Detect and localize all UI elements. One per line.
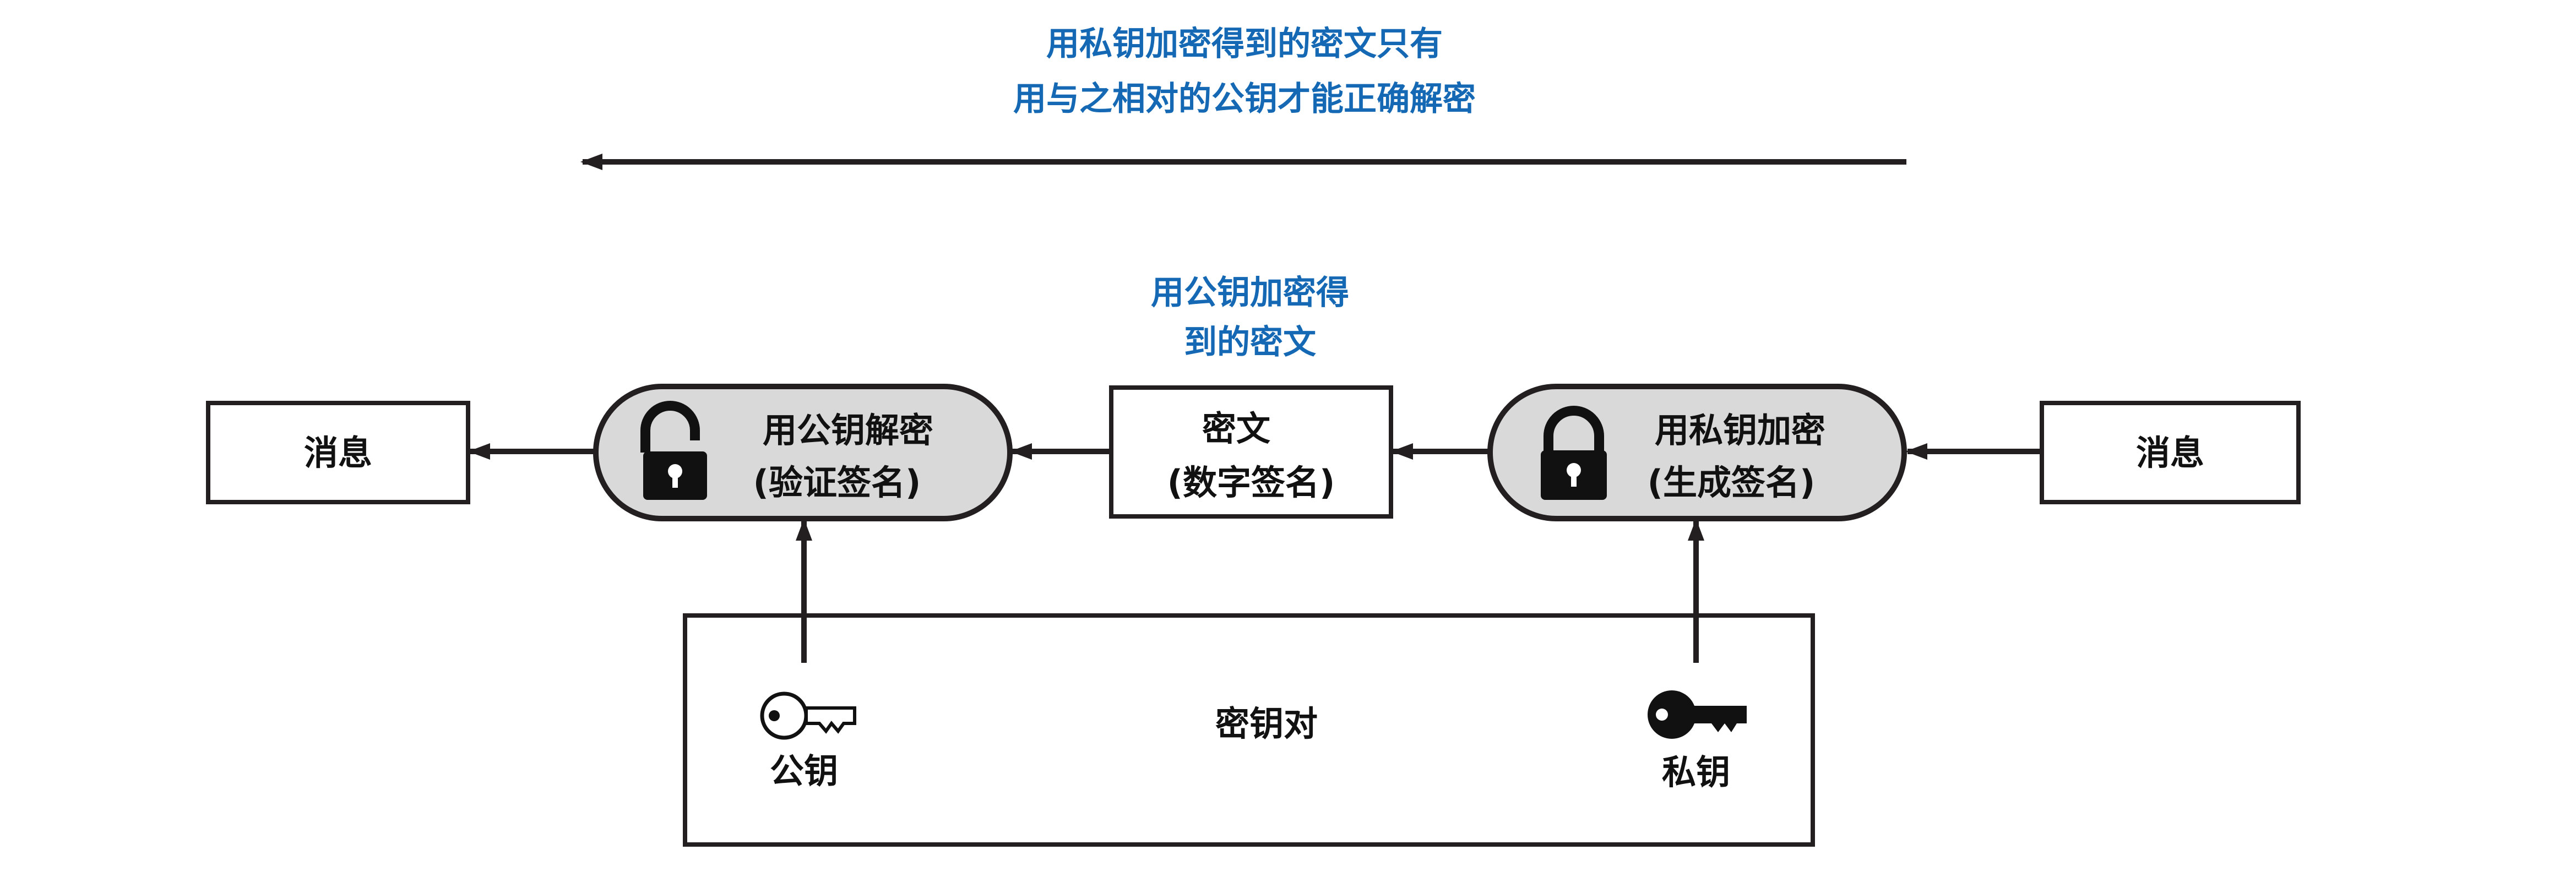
right-message-label: 消息	[2136, 433, 2204, 473]
verify-node-line1: 用公钥解密	[763, 410, 933, 450]
locked-padlock-icon	[1541, 406, 1607, 500]
public-key-label: 公钥	[770, 751, 838, 791]
generate-signature-node: 用私钥加密 (生成签名)	[1487, 384, 1907, 521]
verify-signature-node: 用公钥解密 (验证签名)	[593, 384, 1013, 521]
left-message-box: 消息	[206, 401, 470, 504]
right-message-box: 消息	[2040, 401, 2301, 504]
mid-caption-line1: 用公钥加密得	[1151, 274, 1349, 312]
top-caption-line1: 用私钥加密得到的密文只有	[1046, 25, 1443, 63]
outline-key-icon	[760, 691, 856, 740]
key-pair-box: 密钥对 公钥 私钥	[683, 613, 1815, 847]
verify-node-line2: (验证签名)	[753, 462, 921, 503]
key-pair-label: 密钥对	[1215, 704, 1318, 744]
solid-key-icon	[1648, 690, 1747, 739]
sign-node-line2: (生成签名)	[1648, 462, 1816, 503]
cipher-node-line1: 密文	[1202, 408, 1270, 449]
sign-node-line1: 用私钥加密	[1655, 410, 1825, 450]
private-key-label: 私钥	[1662, 752, 1730, 792]
cipher-node-line2: (数字签名)	[1167, 462, 1335, 503]
unlocked-padlock-icon	[640, 401, 707, 500]
left-message-label: 消息	[304, 433, 372, 473]
top-caption-line2: 用与之相对的公钥才能正确解密	[1013, 80, 1476, 118]
ciphertext-box: 密文 (数字签名)	[1109, 385, 1393, 519]
mid-caption-line2: 到的密文	[1184, 323, 1316, 362]
